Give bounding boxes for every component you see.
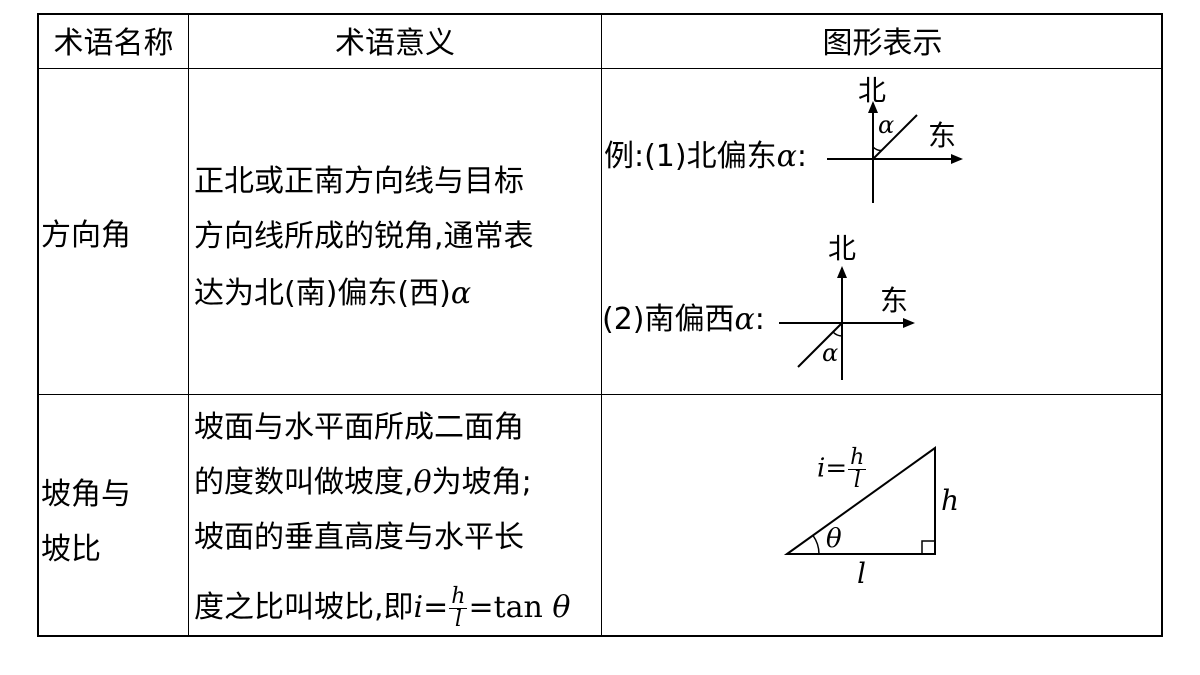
terminology-table: 术语名称 术语意义 图形表示 方向角 正北或正南方向线与目标 方向线所成的锐角,… (37, 13, 1163, 637)
row1-meaning-line2: 方向线所成的锐角,通常表 (194, 219, 534, 254)
example1-label: 例:(1)北偏东α: (604, 142, 807, 172)
equals-sign: = (423, 590, 449, 625)
alpha-symbol: α (450, 276, 472, 311)
row2-meaning-line1: 坡面与水平面所成二面角 (194, 410, 524, 445)
row2-term-name-line1: 坡角与 (41, 477, 131, 512)
north-east-diagram (827, 101, 963, 203)
example2-prefix: (2)南偏西 (602, 302, 735, 337)
figure-fraction-numerator: h (848, 445, 867, 470)
row2-meaning-line2-b: 为坡角; (431, 465, 532, 500)
row1-meaning-line3: 达为北(南)偏东(西)α (194, 279, 471, 309)
column-divider-1 (188, 15, 189, 635)
column-divider-2 (601, 15, 602, 635)
south-west-diagram (779, 266, 915, 380)
east-label-2: 东 (880, 284, 909, 317)
example2-label: (2)南偏西α: (602, 305, 765, 335)
header-figure: 图形表示 (822, 26, 943, 61)
example1-colon: : (796, 139, 807, 174)
row2-meaning-line2-a: 的度数叫做坡度, (194, 465, 414, 500)
fraction-numerator: h (449, 584, 468, 609)
right-angle-mark (921, 540, 935, 554)
direction-ray (872, 114, 918, 160)
row1-term-name: 方向角 (41, 218, 131, 253)
north-label-2: 北 (828, 232, 857, 265)
angle-label-2: α (822, 339, 839, 367)
row1-meaning-line3-text: 达为北(南)偏东(西) (194, 276, 451, 311)
figure-fraction-denominator: l (853, 468, 861, 493)
fraction-denominator: l (454, 607, 462, 632)
example1-alpha: α (776, 139, 797, 174)
example2-colon: : (754, 302, 765, 337)
example1-prefix: 例:(1)北偏东 (604, 139, 777, 174)
slope-triangle (783, 446, 936, 555)
row1-meaning-line1: 正北或正南方向线与目标 (194, 164, 524, 199)
east-label-1: 东 (928, 119, 957, 152)
figure-i-symbol: i (817, 453, 826, 484)
north-label-1: 北 (858, 74, 887, 107)
row-divider (39, 394, 1161, 395)
tan-theta-symbol: θ (552, 590, 571, 625)
tan-text: =tan (468, 590, 553, 625)
figure-l-label: l (857, 557, 866, 590)
slope-i-symbol: i (413, 590, 424, 625)
direction-ray-2 (797, 322, 843, 368)
theta-arc (812, 535, 820, 555)
angle-arc-2 (832, 331, 843, 337)
theta-symbol: θ (413, 465, 432, 500)
angle-label-1: α (878, 111, 895, 139)
row2-meaning-line2: 的度数叫做坡度,θ为坡角; (194, 468, 532, 498)
row2-meaning-line3: 坡面的垂直高度与水平长 (194, 520, 524, 555)
row2-meaning-line4-a: 度之比叫坡比,即 (194, 590, 414, 625)
row2-term-name-line2: 坡比 (41, 532, 101, 567)
figure-equals-sign: = (825, 453, 848, 484)
figure-h-label: h (941, 484, 960, 517)
header-term-name: 术语名称 (53, 26, 174, 61)
header-divider (39, 68, 1161, 69)
slope-triangle-diagram (783, 446, 936, 555)
header-term-meaning: 术语意义 (335, 26, 455, 61)
angle-arc (872, 146, 882, 152)
figure-theta-label: θ (826, 524, 842, 554)
example2-alpha: α (734, 302, 755, 337)
